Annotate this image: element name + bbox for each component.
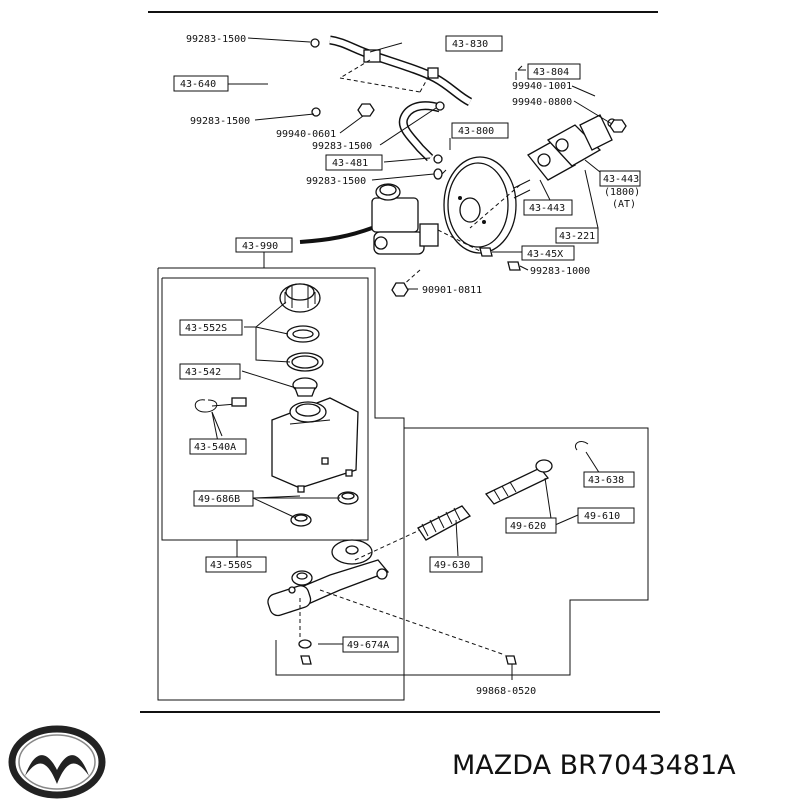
master-cylinder-body bbox=[267, 529, 506, 656]
label-49-620: 49-620 bbox=[510, 521, 546, 532]
label-43-990: 43-990 bbox=[242, 241, 278, 252]
leader-lines bbox=[211, 37, 613, 680]
reservoir-callout-box bbox=[161, 277, 369, 541]
float-switch bbox=[194, 397, 247, 437]
label-49-630: 49-630 bbox=[434, 560, 470, 571]
label-99940-1001: 99940-1001 bbox=[512, 81, 572, 92]
label-1800: (1800) bbox=[604, 187, 640, 198]
fluid-reservoir bbox=[271, 397, 359, 493]
vacuum-hose-assembly bbox=[265, 35, 473, 162]
label-90901-0811: 90901-0811 bbox=[422, 285, 482, 296]
small-hardware bbox=[298, 639, 517, 665]
label-99283-1000: 99283-1000 bbox=[530, 266, 590, 277]
label-at: (AT) bbox=[612, 199, 636, 210]
label-49-686b: 49-686B bbox=[198, 494, 240, 505]
booster-gaskets bbox=[469, 114, 627, 229]
label-43-638: 43-638 bbox=[588, 475, 624, 486]
label-99940-0800: 99940-0800 bbox=[512, 97, 572, 108]
label-43-221: 43-221 bbox=[559, 231, 595, 242]
outer-callout-box bbox=[157, 267, 405, 701]
piston-callout-box bbox=[275, 427, 649, 676]
label-99868-0520: 99868-0520 bbox=[476, 686, 536, 697]
label-43-552s: 43-552S bbox=[185, 323, 227, 334]
label-43-443: 43-443 bbox=[529, 203, 565, 214]
label-43-640: 43-640 bbox=[180, 79, 216, 90]
reservoir-cap-set bbox=[279, 283, 324, 372]
label-43-550s: 43-550S bbox=[210, 560, 252, 571]
label-99283-1500-bottom: 99283-1500 bbox=[306, 176, 366, 187]
label-49-674a: 49-674A bbox=[347, 640, 389, 651]
label-43-481: 43-481 bbox=[332, 158, 368, 169]
label-99283-1500-mid: 99283-1500 bbox=[312, 141, 372, 152]
label-43-542: 43-542 bbox=[185, 367, 221, 378]
label-43-443-right: 43-443 bbox=[603, 174, 639, 185]
label-49-610: 49-610 bbox=[584, 511, 620, 522]
reservoir-strainer bbox=[292, 377, 318, 397]
mazda-logo-icon bbox=[8, 725, 106, 799]
master-cylinder-installed bbox=[371, 183, 521, 297]
reservoir-grommets bbox=[290, 491, 359, 527]
label-43-800: 43-800 bbox=[458, 126, 494, 137]
label-99940-0601: 99940-0601 bbox=[276, 129, 336, 140]
label-43-540a: 43-540A bbox=[194, 442, 236, 453]
label-99283-1500-left: 99283-1500 bbox=[190, 116, 250, 127]
reference-arrow bbox=[299, 226, 373, 244]
piston-assemblies bbox=[417, 441, 589, 541]
label-43-830: 43-830 bbox=[452, 39, 488, 50]
label-43-45x: 43-45X bbox=[527, 249, 563, 260]
brake-booster bbox=[433, 154, 531, 254]
label-99283-1500-top: 99283-1500 bbox=[186, 34, 246, 45]
part-number-caption: MAZDA BR7043481A bbox=[452, 750, 736, 781]
label-43-804: 43-804 bbox=[533, 67, 569, 78]
